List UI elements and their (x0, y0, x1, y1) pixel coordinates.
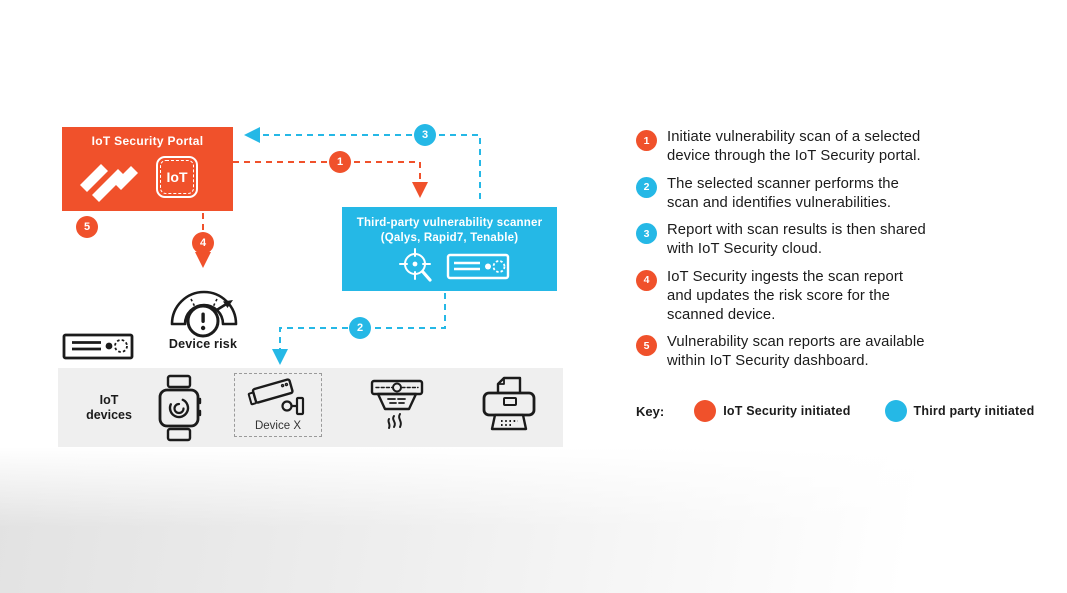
background-gradient (0, 447, 1067, 593)
device-risk-label: Device risk (168, 337, 238, 351)
flow-badge-1: 1 (329, 151, 351, 173)
step-badge-1: 1 (636, 130, 657, 151)
step-badge-5: 5 (636, 335, 657, 356)
iot-devices-strip: IoT devices (58, 368, 563, 447)
third-party-scanner-box: Third-party vulnerability scanner (Qalys… (342, 207, 557, 291)
orange-key-dot-icon (694, 400, 717, 422)
iot-devices-label: IoT devices (86, 393, 132, 422)
step-item-2: 2 The selected scanner performs the scan… (636, 175, 1040, 213)
step-text-5: Vulnerability scan reports are available… (667, 334, 925, 369)
scanner-appliance-icon (446, 253, 510, 280)
connector-step1 (233, 161, 428, 198)
step-text-4: IoT Security ingests the scan report and… (667, 268, 904, 323)
step-badge-4: 4 (636, 269, 657, 291)
step-item-5: 5 Vulnerability scan reports are availab… (636, 333, 1040, 371)
step-badge-3: 3 (636, 223, 657, 244)
legend-item-iot-security: IoT Security initiated (723, 404, 851, 418)
connector-step3 (244, 127, 481, 199)
step-text-2: The selected scanner performs the scan a… (667, 175, 899, 211)
device-risk-gauge-icon (170, 290, 238, 338)
legend-item-third-party: Third party initiated (913, 404, 1035, 418)
appliance-icon (62, 333, 134, 360)
palo-alto-networks-logo-icon (80, 164, 138, 202)
flow-badge-5: 5 (76, 216, 98, 238)
scanner-title: Third-party vulnerability scanner (Qalys… (356, 217, 543, 244)
blue-key-dot-icon (884, 400, 907, 422)
legend: Key: IoT Security initiated Third party … (636, 400, 1056, 422)
smartwatch-icon (158, 374, 202, 442)
step-text-3: Report with scan results is then shared … (667, 222, 926, 257)
flow-badge-3: 3 (414, 124, 436, 146)
device-x-label: Device X (254, 420, 302, 432)
security-camera-icon (247, 378, 305, 416)
step-item-1: 1 Initiate vulnerability scan of a selec… (636, 128, 1040, 166)
iot-security-portal-box: IoT Security Portal IoT (62, 127, 233, 211)
step-item-3: 3 Report with scan results is then share… (636, 221, 1040, 259)
smoke-detector-icon (370, 379, 424, 429)
steps-list: 1 Initiate vulnerability scan of a selec… (636, 128, 1040, 380)
iot-badge: IoT (156, 156, 198, 198)
device-x-box: Device X (234, 373, 322, 437)
step-text-1: Initiate vulnerability scan of a selecte… (667, 129, 921, 164)
portal-title: IoT Security Portal (91, 134, 204, 148)
legend-title: Key: (636, 403, 665, 419)
flow-badge-2: 2 (349, 317, 371, 339)
flow-badge-4: 4 (192, 232, 214, 254)
step-item-4: 4 IoT Security ingests the scan report a… (636, 268, 1040, 325)
iot-badge-label: IoT (160, 160, 194, 194)
step-badge-2: 2 (636, 176, 657, 198)
printer-icon (482, 376, 536, 431)
crosshair-scan-icon (399, 248, 432, 282)
